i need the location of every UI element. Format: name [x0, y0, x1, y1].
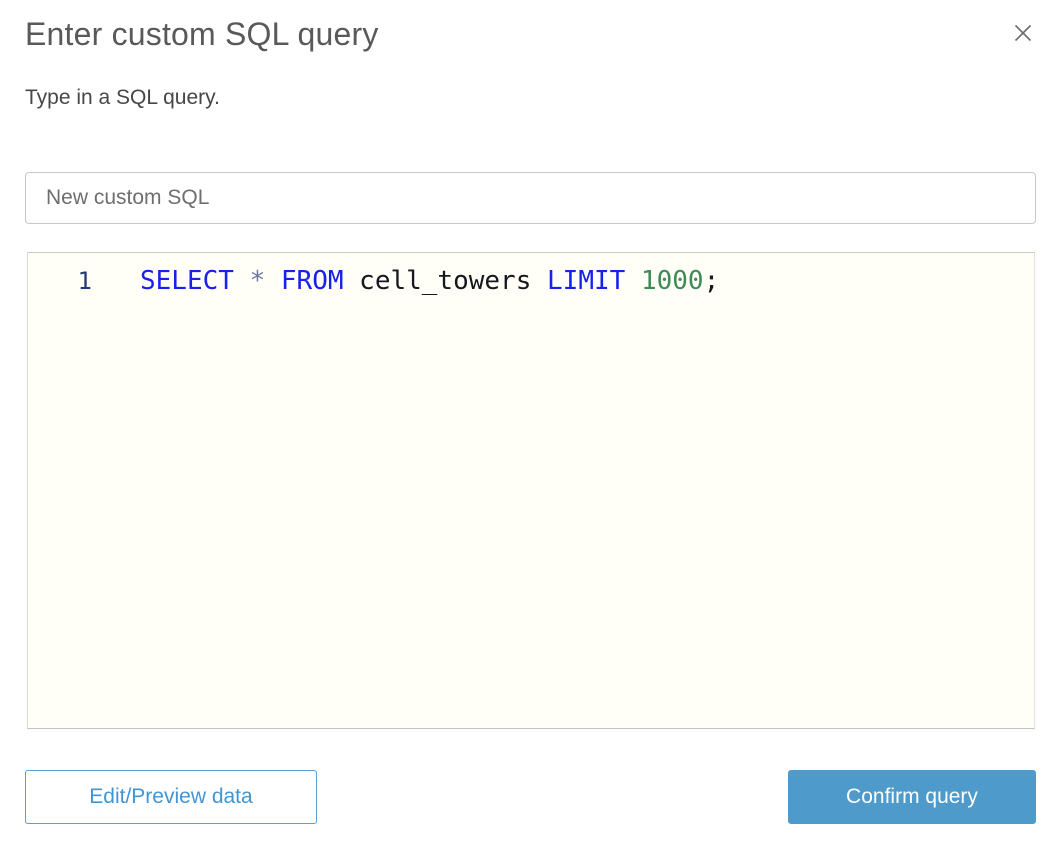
dialog-title: Enter custom SQL query	[25, 16, 379, 52]
code-token-keyword: FROM	[280, 266, 344, 296]
close-button[interactable]	[1011, 21, 1035, 45]
code-token-plain: ;	[703, 266, 720, 296]
sql-code-editor[interactable]: 1 SELECT * FROM cell_towers LIMIT 1000;	[27, 252, 1035, 729]
code-line[interactable]: SELECT * FROM cell_towers LIMIT 1000;	[92, 265, 719, 297]
code-token-plain	[625, 266, 641, 296]
custom-sql-name-input[interactable]	[25, 172, 1036, 224]
editor-line: 1 SELECT * FROM cell_towers LIMIT 1000;	[28, 253, 1034, 297]
code-token-number: 1000	[640, 266, 704, 296]
code-token-plain	[265, 266, 281, 296]
code-token-plain	[234, 266, 250, 296]
code-token-operator: *	[249, 266, 266, 296]
line-number: 1	[77, 267, 92, 295]
confirm-query-button[interactable]: Confirm query	[788, 770, 1036, 824]
close-icon	[1011, 21, 1035, 45]
edit-preview-data-button[interactable]: Edit/Preview data	[25, 770, 317, 824]
code-token-keyword: LIMIT	[547, 266, 626, 296]
code-token-plain: cell_towers	[343, 266, 548, 296]
code-token-keyword: SELECT	[140, 266, 234, 296]
dialog-subtitle: Type in a SQL query.	[25, 86, 220, 109]
